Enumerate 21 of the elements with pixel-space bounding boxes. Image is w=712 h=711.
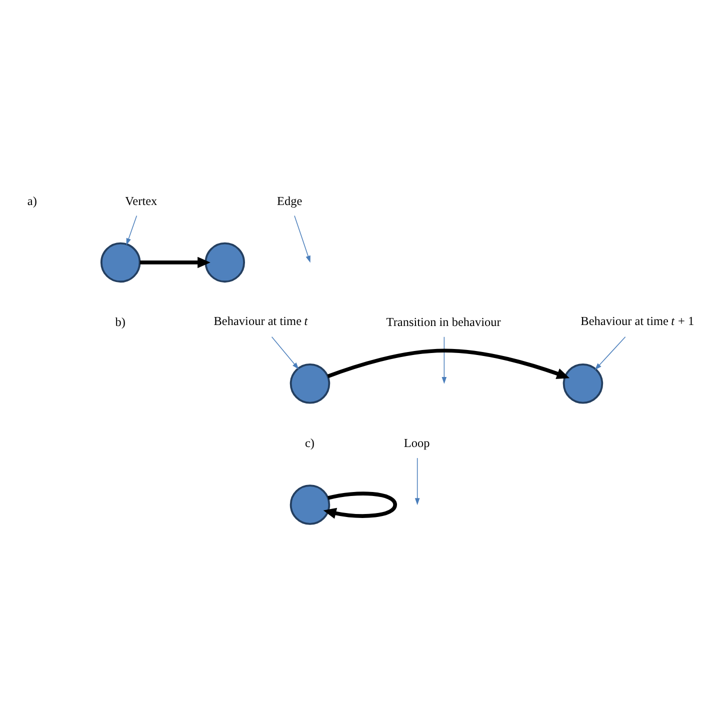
arrow [140,256,210,268]
node-text: Behaviour at time t + 1 [580,314,694,328]
arrow [414,457,420,505]
arrow [294,214,310,262]
node-text: Behaviour at time t [214,314,308,328]
arrow [327,348,570,378]
label: b) [115,314,126,328]
node-circle [290,484,330,524]
arrow [323,491,398,518]
node-text: Loop [404,436,430,450]
arrow [442,336,447,384]
arrow [126,214,138,245]
node-circle [204,242,245,282]
arrow [271,336,299,369]
node-circle [100,242,141,282]
arrow [594,336,626,370]
node-text: Vertex [125,193,158,208]
node-text: Edge [277,193,302,208]
label: a) [27,193,37,208]
node-text: Transition in behaviour [386,314,501,328]
label: c) [305,436,315,450]
